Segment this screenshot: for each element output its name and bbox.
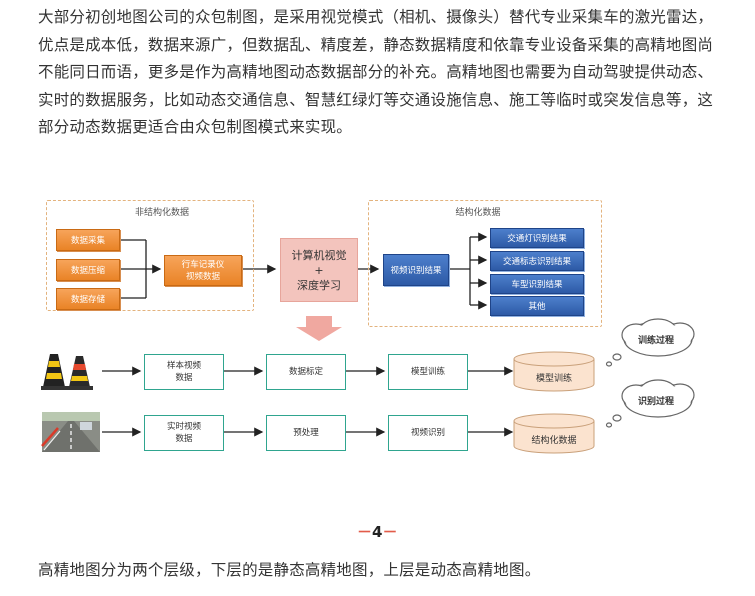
result-vehicle-type-label: 车型识别结果 xyxy=(511,280,563,290)
structured-group xyxy=(368,200,602,327)
realtime-video-line1: 实时视频 xyxy=(166,422,201,432)
outro-paragraph: 高精地图分为两个层级，下层的是静态高精地图，上层是动态高精地图。 xyxy=(38,561,541,579)
page-number: －4－ xyxy=(357,521,397,542)
preprocess-box: 预处理 xyxy=(266,415,346,451)
road-image xyxy=(41,412,100,452)
result-vehicle-type-box: 车型识别结果 xyxy=(490,274,584,294)
recorder-label-line1: 行车记录仪 xyxy=(181,259,225,270)
cloud-train-label: 训练过程 xyxy=(638,336,675,346)
result-traffic-sign-label: 交通标志识别结果 xyxy=(502,257,571,267)
data-annotate-box: 数据标定 xyxy=(266,354,346,390)
diagram-arrows xyxy=(41,232,695,454)
model-train-label: 模型训练 xyxy=(410,367,445,377)
realtime-video-box: 实时视频 数据 xyxy=(144,415,224,451)
unstructured-label: 非结构化数据 xyxy=(134,208,189,218)
data-compress-box: 数据压缩 xyxy=(56,259,120,281)
cv-label-line2: + xyxy=(314,263,324,277)
recognition-result-label: 视频识别结果 xyxy=(390,266,442,276)
sample-video-box: 样本视频 数据 xyxy=(144,354,224,390)
result-traffic-light-label: 交通灯识别结果 xyxy=(507,234,567,244)
traffic-cones-image xyxy=(41,350,98,392)
result-traffic-sign-box: 交通标志识别结果 xyxy=(490,251,584,271)
cylinder-train-label: 模型训练 xyxy=(535,374,572,384)
sample-video-line2: 数据 xyxy=(175,373,193,383)
data-store-box: 数据存储 xyxy=(56,288,120,310)
data-collect-label: 数据采集 xyxy=(70,236,105,246)
data-compress-label: 数据压缩 xyxy=(70,266,105,276)
unstructured-group xyxy=(46,200,254,311)
data-annotate-label: 数据标定 xyxy=(288,367,323,377)
result-other-label: 其他 xyxy=(528,302,546,312)
crowdsource-diagram: 非结构化数据 结构化数据 数据采集 数据压缩 数据存储 行车记录仪 视频数据 计… xyxy=(38,184,718,460)
sample-video-line1: 样本视频 xyxy=(166,361,201,371)
cloud-train-icon xyxy=(605,318,695,367)
cloud-recognize-label: 识别过程 xyxy=(638,397,675,407)
cylinder-structured xyxy=(513,413,595,454)
video-recognition-box: 视频识别 xyxy=(388,415,468,451)
cv-deep-learning-box: 计算机视觉 + 深度学习 xyxy=(280,238,358,302)
cv-label-line3: 深度学习 xyxy=(297,278,341,292)
recorder-label-line2: 视频数据 xyxy=(185,271,220,282)
cv-label-line1: 计算机视觉 xyxy=(291,248,347,262)
model-train-box: 模型训练 xyxy=(388,354,468,390)
cylinder-structured-label: 结构化数据 xyxy=(531,436,577,446)
video-recognition-label: 视频识别 xyxy=(410,428,445,438)
recognition-result-box: 视频识别结果 xyxy=(383,254,449,286)
realtime-video-line2: 数据 xyxy=(175,434,193,444)
down-arrow-icon xyxy=(296,316,342,341)
structured-label: 结构化数据 xyxy=(455,208,501,218)
preprocess-label: 预处理 xyxy=(293,428,319,438)
recorder-video-box: 行车记录仪 视频数据 xyxy=(164,255,242,286)
data-store-label: 数据存储 xyxy=(70,295,105,305)
cloud-recognize-icon xyxy=(605,379,695,428)
page-number-dash-right: － xyxy=(382,523,398,541)
result-traffic-light-box: 交通灯识别结果 xyxy=(490,228,584,248)
page-number-dash-left: － xyxy=(357,523,373,541)
data-collect-box: 数据采集 xyxy=(56,229,120,251)
intro-paragraph: 大部分初创地图公司的众包制图，是采用视觉模式（相机、摄像头）替代专业采集车的激光… xyxy=(38,8,714,137)
page-number-value: 4 xyxy=(372,523,383,541)
result-other-box: 其他 xyxy=(490,296,584,316)
cylinder-train xyxy=(513,351,595,392)
